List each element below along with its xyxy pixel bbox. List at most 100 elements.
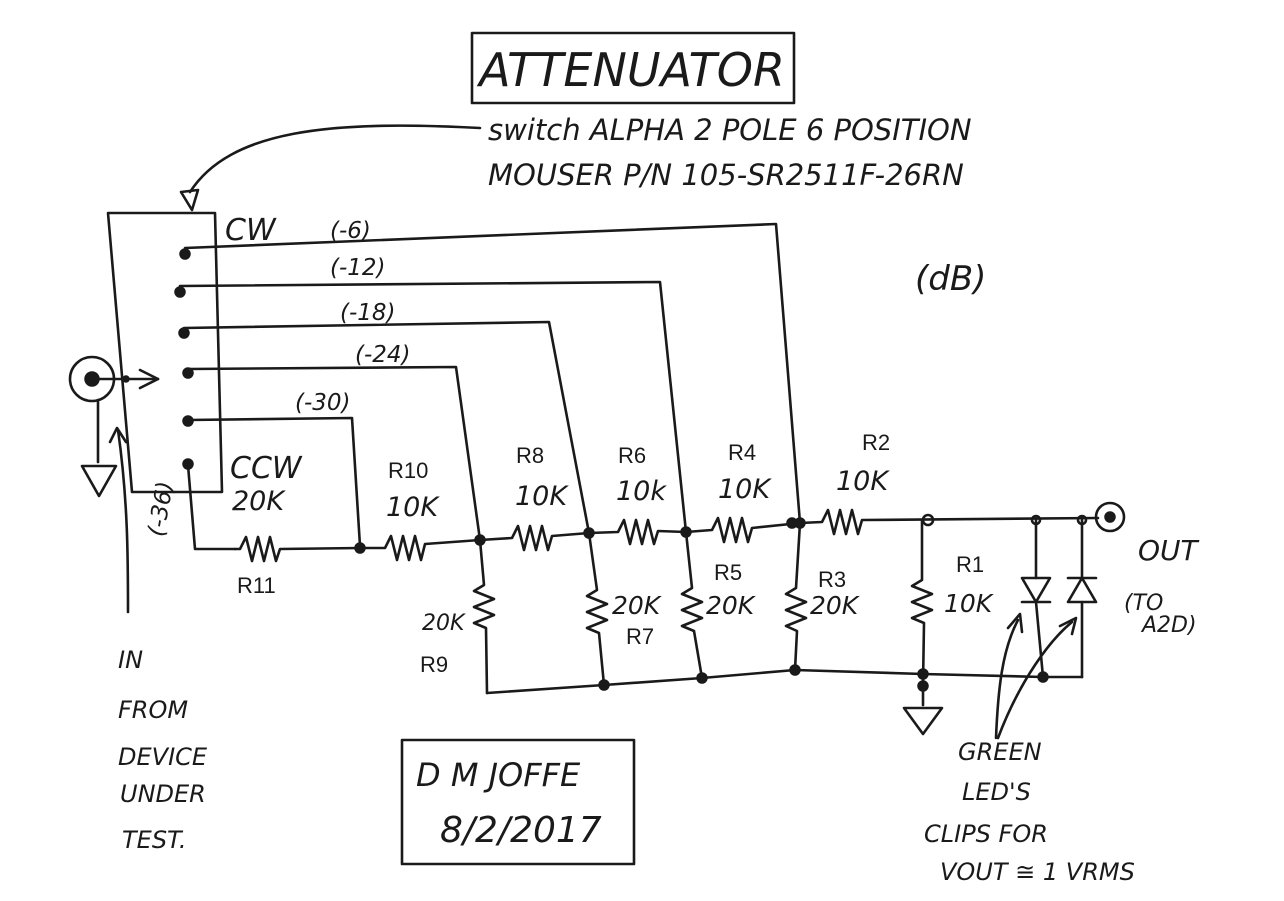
led1-wire: [1034, 518, 1045, 679]
node: [921, 513, 935, 527]
node: [680, 526, 692, 538]
tap-label-12: (-12): [330, 255, 386, 281]
input-note-line3: DEVICE: [118, 743, 208, 771]
pointer-arrow-head: [179, 188, 200, 212]
r4-name: R4: [728, 440, 756, 465]
node: [696, 672, 708, 684]
ground-bus: [485, 668, 1084, 695]
switch-spec-line2: MOUSER P/N 105-SR2511F-26RN: [488, 158, 964, 192]
led-note-arrow-2: [996, 620, 1074, 740]
output-jack-pin: [1104, 511, 1116, 523]
r1-resistor: [910, 518, 934, 687]
switch-spec-line1: switch ALPHA 2 POLE 6 POSITION: [488, 113, 972, 147]
switch-body: [106, 211, 224, 494]
title-text: ATTENUATOR: [476, 43, 785, 97]
r5-value: 20K: [706, 591, 757, 620]
led-note: GREEN LED'S CLIPS FOR VOUT ≅ 1 VRMS: [924, 738, 1135, 886]
input-note-arrow: [116, 428, 130, 614]
r2-name: R2: [862, 430, 890, 455]
r2-resistor: [798, 508, 1100, 536]
tap-wire-36: [186, 463, 237, 551]
cw-label: CW: [225, 213, 277, 248]
wiper-arrow: [138, 368, 160, 390]
r6-resistor: [587, 518, 688, 546]
input-jack-pin: [84, 371, 100, 387]
node: [1037, 671, 1049, 683]
tap-wire-12: [178, 280, 688, 534]
r7-value: 20K: [612, 591, 663, 620]
led-note-arrow-1-head: [1006, 612, 1024, 634]
output-note-line1: (TO: [1124, 591, 1163, 616]
r10-resistor: [358, 534, 482, 562]
input-note-line2: FROM: [118, 696, 188, 724]
r7-resistor: [585, 531, 609, 687]
ccw-label: CCW: [230, 451, 303, 486]
r1-value: 10K: [944, 589, 995, 618]
tap-label-24: (-24): [355, 342, 411, 368]
switch-contact-3: [178, 327, 190, 339]
input-note-line4: UNDER: [120, 780, 206, 808]
r4-value: 10K: [718, 474, 772, 505]
input-note-line1: IN: [118, 646, 143, 674]
node: [474, 534, 486, 546]
r5-name: R5: [714, 560, 742, 585]
r10-name: R10: [388, 458, 428, 483]
node: [583, 527, 595, 539]
led-note-arrow-2-head: [1058, 616, 1078, 636]
r11-resistor: [233, 535, 362, 563]
r9-name: R9: [420, 652, 448, 677]
r9-resistor: [472, 538, 496, 695]
tap-label-30: (-30): [295, 390, 351, 416]
title-box: [470, 31, 796, 105]
node: [786, 517, 798, 529]
r6-name: R6: [618, 443, 646, 468]
output-jack-outer: [1094, 501, 1126, 533]
units-label: (dB): [915, 259, 986, 299]
tap-wire-24: [186, 365, 482, 542]
r8-value: 10K: [515, 481, 569, 512]
rotary-switch: CW CCW: [106, 211, 303, 494]
r9-value: 20K: [422, 611, 466, 636]
tap-wire-6: [183, 222, 802, 525]
output-ground-icon: [902, 706, 944, 736]
tap-label-6: (-6): [330, 218, 371, 244]
tap-wire-18: [182, 320, 591, 535]
junction-nodes: [354, 513, 1088, 692]
node: [917, 668, 929, 680]
led2-icon: [1066, 576, 1098, 604]
pointer-arrow: [188, 124, 482, 194]
output-label: OUT: [1138, 534, 1200, 567]
led-note-arrow-1: [994, 618, 1020, 740]
r11-name: R11: [237, 573, 276, 598]
r8-name: R8: [516, 443, 544, 468]
node: [789, 664, 801, 676]
node: [917, 680, 929, 692]
input-note-arrow-head: [108, 426, 128, 444]
input-note: IN FROM DEVICE UNDER TEST.: [118, 646, 208, 854]
switch-contact-1: [179, 248, 191, 260]
r6-value: 10k: [616, 476, 667, 507]
resistor-labels: R11 20K R10 10K R9 20K R8 10K R7 20K R6 …: [232, 430, 995, 677]
led1-icon: [1020, 576, 1052, 604]
tap-label-18: (-18): [340, 300, 396, 326]
input-wire-dot: [122, 375, 130, 383]
led-note-line1: GREEN: [958, 738, 1042, 766]
node: [1030, 514, 1042, 526]
tap-wire-30: [186, 416, 362, 548]
author-box: [400, 738, 636, 866]
r7-name: R7: [626, 624, 654, 649]
led-note-line2: LED'S: [962, 778, 1031, 806]
r3-value: 20K: [810, 591, 861, 620]
led-note-line4: VOUT ≅ 1 VRMS: [940, 858, 1135, 886]
r1-name: R1: [956, 552, 984, 577]
r4-resistor: [684, 516, 802, 544]
input-ground-icon: [80, 464, 118, 498]
r11-value: 20K: [232, 486, 286, 517]
series-ladder: [233, 508, 1100, 563]
shunt-resistors: [472, 518, 934, 695]
led-note-line3: CLIPS FOR: [924, 820, 1048, 848]
clip-leds: [1020, 518, 1098, 679]
r8-resistor: [478, 524, 591, 552]
